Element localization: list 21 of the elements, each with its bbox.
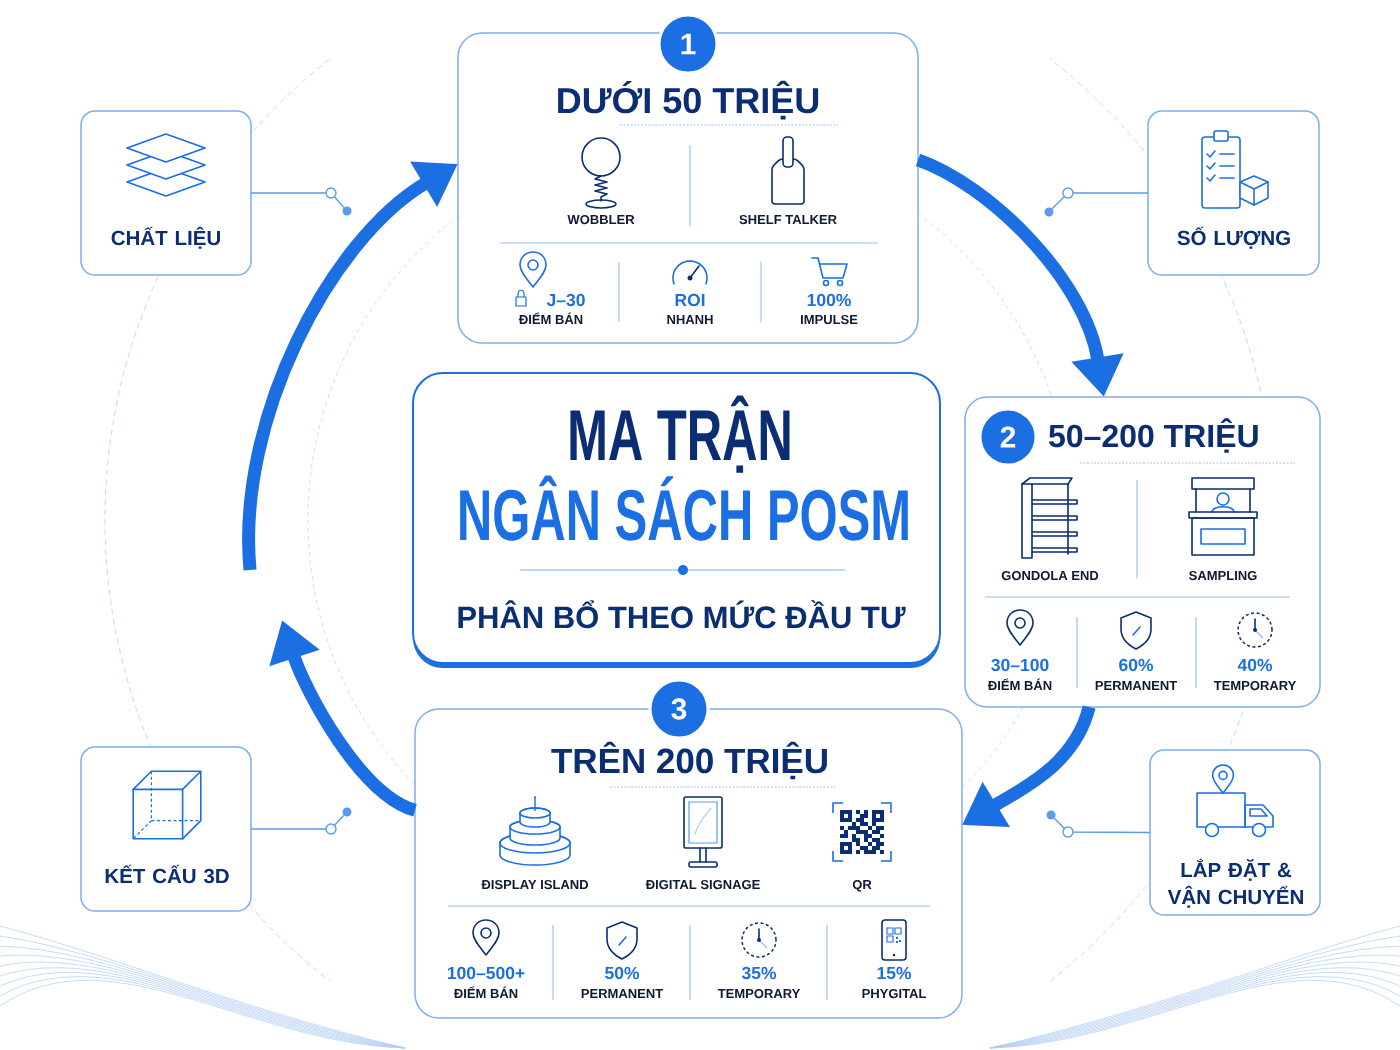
stat-value: 100–500+ [447, 966, 525, 980]
stat-value: 15% [877, 966, 912, 980]
stat-caption: PERMANENT [1095, 681, 1178, 690]
heading: 50–200 TRIỆU [1049, 418, 1258, 453]
info-card: KẾT CẤU 3D [80, 746, 252, 912]
stat-value: 40% [1237, 658, 1273, 672]
connector-line [1051, 187, 1149, 210]
info-card: LẮP ĐẶT & VẬN CHUYỂN [1149, 749, 1321, 916]
connector-line [1053, 817, 1151, 838]
number-badge: 1 [657, 13, 719, 75]
stat-caption: PERMANENT [581, 989, 663, 998]
stat-caption: PHYGITAL [862, 988, 926, 999]
item-label: SAMPLING [1189, 570, 1257, 581]
stat-value: 50% [605, 966, 640, 980]
stat-value: 35% [741, 966, 777, 980]
heading: DƯỚI 50 TRIỆU [558, 80, 819, 120]
stat-caption: TEMPORARY [1213, 680, 1297, 691]
stat-caption: ĐIỂM BÁN [453, 986, 518, 998]
info-card: SỐ LƯỢNG [1147, 110, 1320, 276]
stat-caption: TEMPORARY [717, 988, 801, 999]
stat-value: 60% [1119, 658, 1154, 672]
